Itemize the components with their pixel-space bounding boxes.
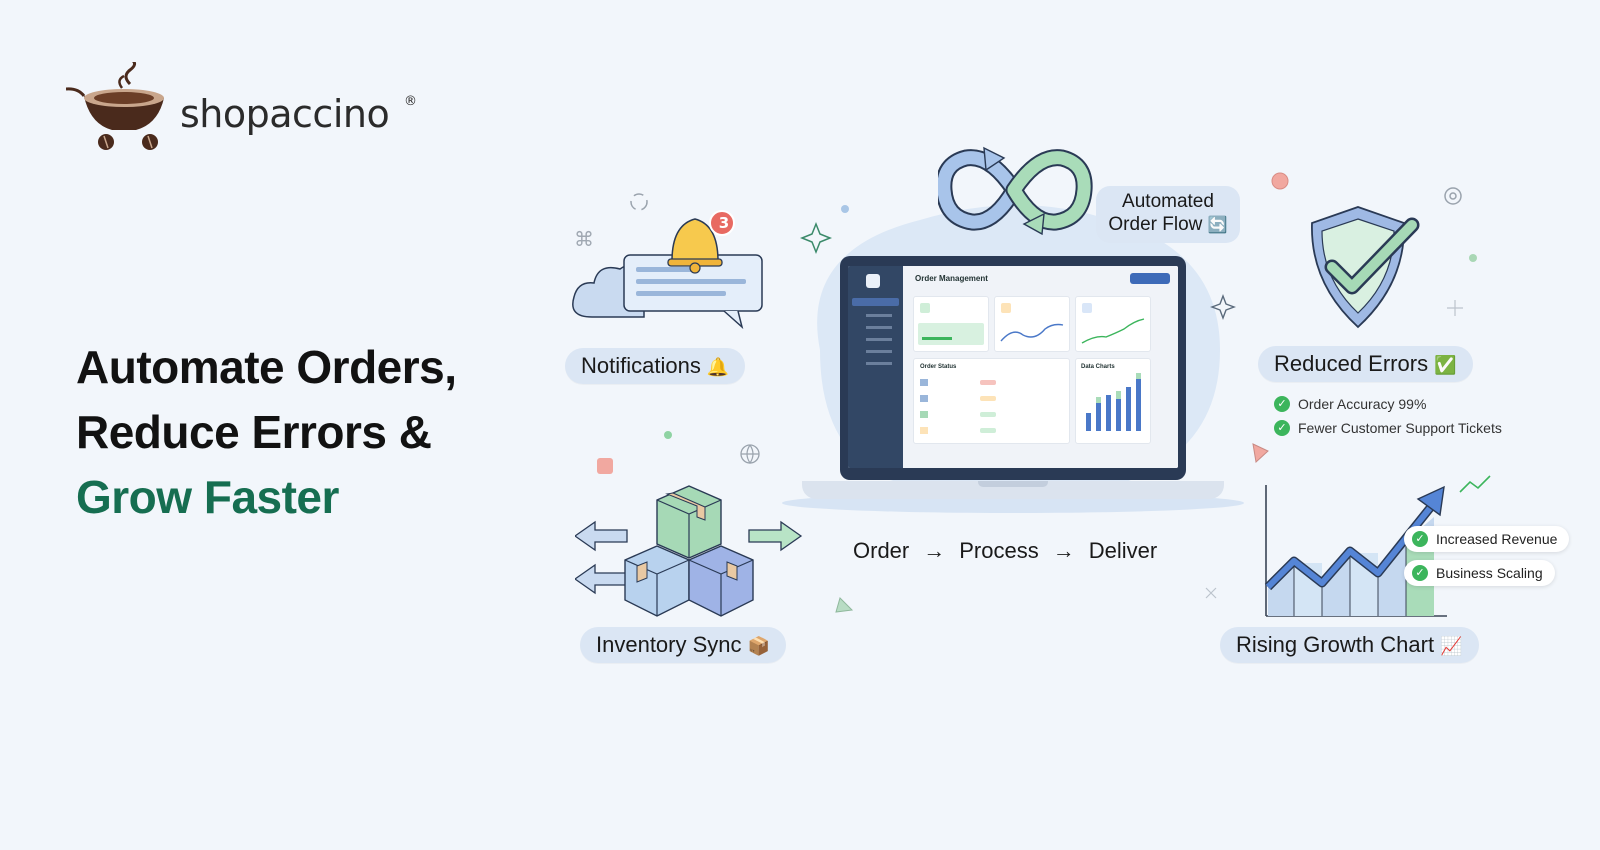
data-charts-card: Data Charts — [1075, 358, 1151, 444]
green-check-icon: ✓ — [1412, 565, 1428, 581]
check-mark-icon: ✅ — [1434, 355, 1457, 375]
fewer-tickets-text: Fewer Customer Support Tickets — [1298, 420, 1502, 436]
order-accuracy-text: Order Accuracy 99% — [1298, 396, 1427, 412]
reduced-errors-point: ✓ Fewer Customer Support Tickets — [1274, 420, 1502, 436]
notification-badge-count: 3 — [718, 214, 730, 232]
order-flow-steps: Order → Process → Deliver — [853, 538, 1157, 564]
headline-line-2: Reduce Errors & — [76, 406, 432, 458]
growth-chart-icon — [1264, 485, 1447, 617]
shield-check-icon — [1311, 206, 1420, 329]
dashboard-logo-icon — [866, 274, 880, 288]
headline: Automate Orders, Reduce Errors & Grow Fa… — [76, 335, 457, 530]
dashboard-preview: Order Management Order Status — [848, 266, 1178, 468]
dashboard-sidebar — [848, 266, 903, 468]
notifications-label: Notifications — [581, 353, 701, 378]
dashboard-main: Order Management Order Status — [903, 266, 1178, 468]
coffee-cart-icon — [65, 58, 164, 150]
stat-card-2 — [994, 296, 1070, 352]
inventory-sync-label: Inventory Sync — [596, 632, 742, 657]
laptop-base — [802, 481, 1224, 499]
infinity-sync-icon — [938, 146, 1093, 236]
stat-card-1 — [913, 296, 989, 352]
laptop-screen: Order Management Order Status — [840, 256, 1186, 480]
refresh-icon: 🔄 — [1207, 217, 1228, 234]
brand-name: shopaccino — [180, 92, 390, 136]
business-scaling-tag: ✓ Business Scaling — [1404, 560, 1555, 586]
bell-icon: 🔔 — [706, 357, 730, 377]
business-scaling-text: Business Scaling — [1436, 565, 1543, 581]
automated-flow-line-1: Automated — [1122, 191, 1214, 212]
package-icon: 📦 — [747, 636, 770, 656]
notifications-pill: Notifications🔔 — [565, 348, 746, 384]
headline-line-3: Grow Faster — [76, 471, 339, 523]
sidebar-active-item — [852, 298, 899, 306]
reduced-errors-label: Reduced Errors — [1274, 351, 1429, 376]
brand-logo: shopaccino ® — [65, 58, 446, 157]
automated-flow-line-2: Order Flow — [1108, 214, 1203, 235]
inventory-sync-pill: Inventory Sync📦 — [580, 627, 786, 663]
chart-increasing-icon: 📈 — [1440, 636, 1463, 656]
green-check-icon: ✓ — [1274, 420, 1290, 436]
reduced-errors-point: ✓ Order Accuracy 99% — [1274, 396, 1426, 412]
arrow-1: → — [923, 538, 946, 563]
increased-revenue-tag: ✓ Increased Revenue — [1404, 526, 1570, 552]
green-check-icon: ✓ — [1412, 531, 1428, 547]
rising-growth-chart-pill: Rising Growth Chart📈 — [1220, 627, 1479, 663]
data-charts-title: Data Charts — [1081, 364, 1115, 370]
chat-bubble-bell-icon — [572, 210, 763, 330]
dashboard-title: Order Management — [915, 274, 988, 283]
order-status-title: Order Status — [920, 364, 957, 370]
rising-growth-chart-label: Rising Growth Chart — [1236, 632, 1435, 657]
arrow-2: → — [1052, 538, 1075, 563]
order-status-card: Order Status — [913, 358, 1070, 444]
registered-mark: ® — [404, 94, 417, 109]
headline-line-1: Automate Orders, — [76, 341, 457, 393]
increased-revenue-text: Increased Revenue — [1436, 531, 1558, 547]
step-deliver: Deliver — [1088, 538, 1158, 563]
dashboard-action-button — [1130, 273, 1170, 284]
stat-card-3 — [1075, 296, 1151, 352]
step-order: Order — [853, 538, 910, 563]
green-check-icon: ✓ — [1274, 396, 1290, 412]
stacked-boxes-icon — [575, 485, 803, 617]
automated-order-flow-pill: Automated Order Flow 🔄 — [1096, 186, 1240, 243]
step-process: Process — [959, 538, 1039, 563]
svg-text:⌘: ⌘ — [574, 227, 594, 251]
reduced-errors-pill: Reduced Errors✅ — [1258, 346, 1473, 382]
